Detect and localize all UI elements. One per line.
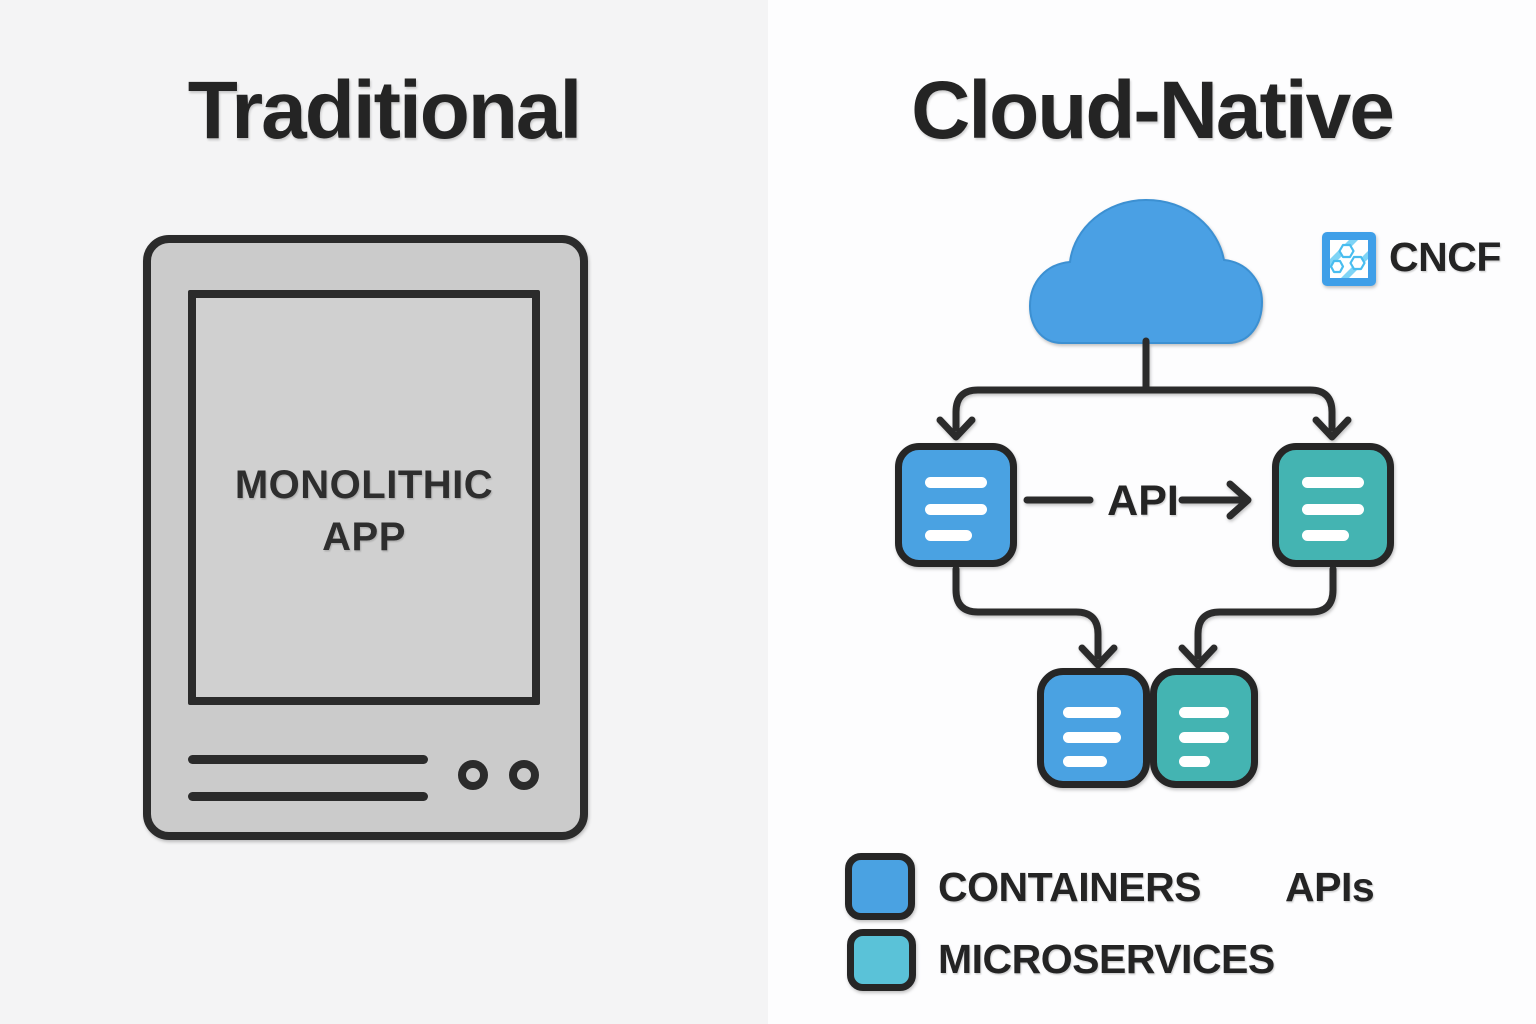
text-line: [1179, 707, 1229, 718]
device-vent-line: [188, 792, 428, 801]
legend-containers-swatch: [845, 853, 915, 920]
cncf-label: CNCF: [1389, 234, 1501, 280]
legend-apis-label: APIs: [1285, 864, 1375, 910]
text-line: [1179, 732, 1229, 743]
device-vent-line: [188, 755, 428, 764]
text-line: [925, 530, 972, 541]
text-line: [1063, 707, 1121, 718]
text-line: [1302, 530, 1349, 541]
microservice-icon: [1272, 443, 1394, 567]
cloud-native-title: Cloud-Native: [911, 65, 1395, 156]
text-line: [925, 504, 987, 515]
text-line: [925, 477, 987, 488]
text-line: [1302, 477, 1364, 488]
cncf-logo-icon: [1322, 232, 1376, 286]
monolithic-app-label-line2: APP: [322, 514, 406, 559]
microservice-icon: [1150, 668, 1258, 788]
text-line: [1063, 756, 1107, 767]
legend-microservices-label: MICROSERVICES: [938, 936, 1275, 982]
monolithic-app-label-line1: MONOLITHIC: [234, 463, 494, 508]
monolithic-server-device: MONOLITHIC APP: [143, 235, 588, 840]
monolithic-app-label: MONOLITHIC APP: [235, 460, 493, 562]
legend-microservices-swatch: [847, 929, 916, 991]
device-screen: MONOLITHIC APP: [188, 290, 540, 705]
text-line: [1179, 756, 1210, 767]
legend-containers-label: CONTAINERS: [938, 864, 1202, 910]
text-line: [1063, 732, 1121, 743]
text-line: [1302, 504, 1364, 515]
device-button-icon: [458, 760, 488, 790]
device-button-icon: [509, 760, 539, 790]
traditional-title: Traditional: [187, 65, 583, 156]
container-icon: [1037, 668, 1150, 788]
api-label: API: [1107, 477, 1179, 525]
container-icon: [895, 443, 1017, 567]
